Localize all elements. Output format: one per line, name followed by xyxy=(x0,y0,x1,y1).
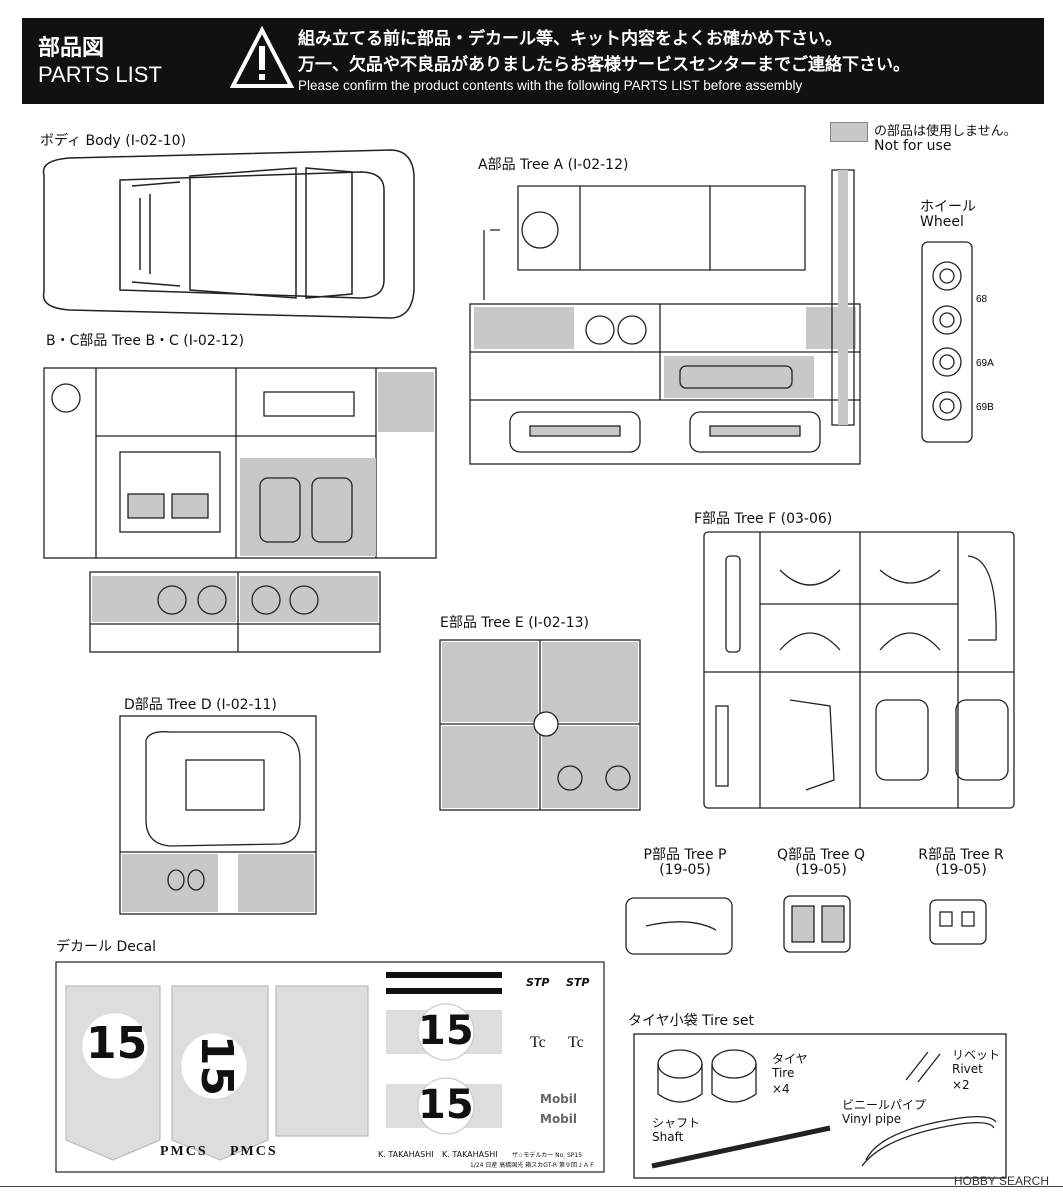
tree-r-label: R部品 Tree R xyxy=(918,847,1004,863)
rivet-qty: ×2 xyxy=(952,1078,970,1092)
tree-q-label: Q部品 Tree Q xyxy=(776,847,866,863)
warning-line-1: 組み立てる前に部品・デカール等、キット内容をよくお確かめ下さい。 xyxy=(298,29,842,49)
tree-bc-label: B・C部品 Tree B・C (I-02-12) xyxy=(46,333,245,349)
tree-a-label: A部品 Tree A (I-02-12) xyxy=(478,157,629,173)
tree-r-code: (19-05) xyxy=(935,862,987,878)
decal-number-2: 15 xyxy=(191,1034,243,1097)
footer-rule xyxy=(0,1186,1063,1201)
decal-pmcs-2: PMCS xyxy=(230,1144,278,1159)
decal-label: デカール Decal xyxy=(56,939,157,955)
rivet-label-en: Rivet xyxy=(952,1062,983,1076)
warning-triangle-icon xyxy=(230,26,294,88)
tree-f-runner xyxy=(703,531,1015,809)
legend-jp: の部品は使用しません。 xyxy=(874,124,1017,139)
tree-p-code: (19-05) xyxy=(659,862,711,878)
tree-d-label: D部品 Tree D (I-02-11) xyxy=(124,697,277,713)
tire-label-en: Tire xyxy=(772,1066,795,1080)
decal-mobil-2: Mobil xyxy=(540,1112,578,1126)
page-title-jp: 部品図 xyxy=(38,36,105,61)
tree-p-label: P部品 Tree P xyxy=(643,847,727,863)
shaft-label-jp: シャフト xyxy=(652,1116,701,1130)
tree-pqr xyxy=(625,895,987,955)
tree-q-code: (19-05) xyxy=(795,862,847,878)
legend-en: Not for use xyxy=(874,138,952,154)
decal-driver-2: K. TAKAHASHI xyxy=(442,1150,498,1159)
warning-line-2: 万一、欠品や不良品がありましたらお客様サービスセンターまでご連絡下さい。 xyxy=(298,55,910,75)
tire-label-jp: タイヤ xyxy=(772,1052,808,1066)
not-for-use-swatch xyxy=(830,122,868,142)
decal-stp-1: STP xyxy=(526,976,550,989)
tree-e-label: E部品 Tree E (I-02-13) xyxy=(440,615,589,631)
tire-set-bag xyxy=(633,1033,1007,1179)
vinyl-label-jp: ビニールパイプ xyxy=(842,1098,927,1112)
wheel-label-jp: ホイール xyxy=(920,199,976,215)
decal-number-4: 15 xyxy=(418,1082,474,1128)
page-title-en: PARTS LIST xyxy=(38,62,162,87)
decal-number-1: 15 xyxy=(86,1018,148,1069)
wheel-part-68: 68 xyxy=(976,294,988,305)
decal-number-3: 15 xyxy=(418,1008,474,1054)
decal-driver-1: K. TAKAHASHI xyxy=(378,1150,434,1159)
wheel-part-69b: 69B xyxy=(976,402,994,413)
tree-a-runner xyxy=(469,169,861,465)
decal-stp-2: STP xyxy=(566,976,590,989)
decal-mobil-1: Mobil xyxy=(540,1092,578,1106)
wheel-runner xyxy=(921,241,973,443)
wheel-label-en: Wheel xyxy=(920,214,964,230)
body-shell xyxy=(42,149,415,319)
tree-d-runner xyxy=(119,715,317,915)
warning-line-3: Please confirm the product contents with… xyxy=(298,78,803,93)
decal-sheet xyxy=(55,961,605,1173)
tire-set-label: タイヤ小袋 Tire set xyxy=(628,1013,754,1029)
wheel-part-69a: 69A xyxy=(976,358,994,369)
body-label: ボディ Body (I-02-10) xyxy=(40,133,187,149)
tire-qty: ×4 xyxy=(772,1082,790,1096)
decal-fine-print-1: ザ☆モデルカー No. SP15 xyxy=(512,1152,583,1159)
not-for-use-legend: の部品は使用しません。 Not for use xyxy=(830,118,1050,158)
rivet-label-jp: リベット xyxy=(952,1048,1001,1062)
vinyl-label-en: Vinyl pipe xyxy=(842,1112,902,1126)
decal-pmcs-1: PMCS xyxy=(160,1144,208,1159)
header-banner: 部品図 PARTS LIST 組み立てる前に部品・デカール等、キット内容をよくお… xyxy=(22,18,1044,104)
decal-tc-2: Tc xyxy=(568,1034,584,1051)
tree-f-label: F部品 Tree F (03-06) xyxy=(694,511,833,527)
watermark: HOBBY SEARCH xyxy=(953,1174,1049,1188)
decal-fine-print-2: 1/24 日産 高橋国光 箱スカGT-R 第９回ＪＡＦ xyxy=(470,1162,595,1169)
tree-bc-runner xyxy=(43,367,437,653)
tree-e-runner xyxy=(439,639,641,811)
decal-tc-1: Tc xyxy=(530,1034,546,1051)
shaft-label-en: Shaft xyxy=(652,1130,684,1144)
